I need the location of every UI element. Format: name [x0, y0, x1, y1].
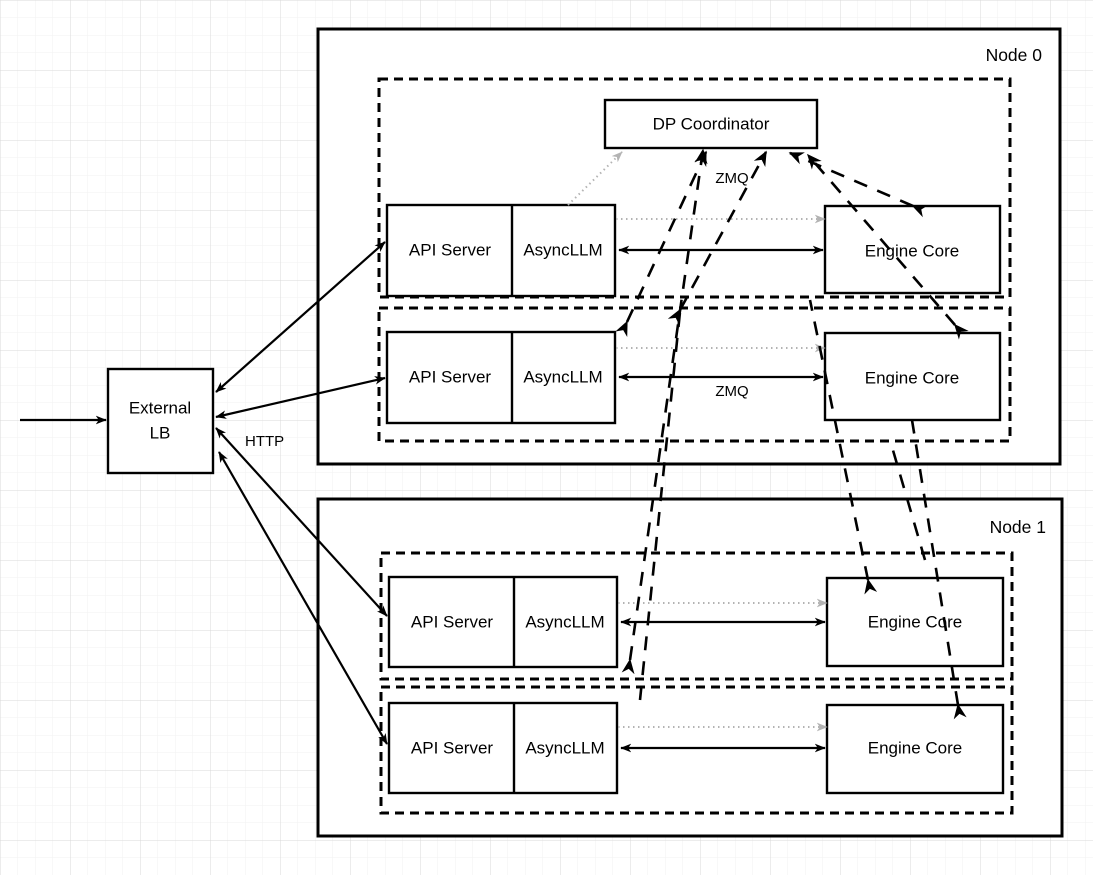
node-1-replica-1-api-server-label: API Server: [411, 738, 494, 757]
dp-coordinator-box[interactable]: [603, 98, 819, 150]
node-1-replica-0-api-server-label: API Server: [411, 612, 494, 631]
node-0-replica-1-enginecore-box[interactable]: [823, 331, 1002, 422]
node-1-replica-1-engine-core-label: Engine Core: [868, 738, 963, 757]
node-0-replica-1-engine-core-label: Engine Core: [865, 368, 960, 387]
node-1-replica-1-enginecore-box[interactable]: [825, 703, 1005, 795]
node-0-zmq-label-top: ZMQ: [715, 170, 748, 187]
coordinator-to-engine1-dashed-edge: [807, 153, 969, 340]
node1-engine-dashed-segment: [888, 439, 927, 561]
lb-to-node1-replica1-edge: [218, 451, 388, 745]
node-1-replica-0-apiserver-box[interactable]: [387, 575, 619, 669]
node-1-replica-0-enginecore-box[interactable]: [825, 576, 1005, 668]
node-1-replica-1-container: [379, 685, 1014, 815]
node-1-replica-0-engine-core-label: Engine Core: [868, 612, 963, 631]
node-0-replica-0-engine-core-label: Engine Core: [865, 241, 960, 260]
node-0-zmq-label-bottom: ZMQ: [715, 383, 748, 400]
coordinator-to-node1-replica1-dashed-edge: [638, 311, 682, 701]
external-lb-box[interactable]: [106, 367, 215, 475]
node-0-replica-0-container: [377, 77, 1012, 299]
node-1-replica-0-asyncllm-label: AsyncLLM: [525, 612, 604, 631]
node-1-label: Node 1: [990, 517, 1046, 537]
http-label: HTTP: [245, 433, 284, 450]
coordinator-to-node1-engine0-dashed-edge: [808, 299, 878, 595]
external-lb-label-line2: LB: [150, 423, 171, 442]
node-1-replica-1-apiserver-box[interactable]: [387, 701, 619, 795]
node-0-replica-0-apiserver-box[interactable]: [385, 203, 617, 298]
node-1-replica-1-asyncllm-label: AsyncLLM: [525, 738, 604, 757]
node-0-replica-0-api-server-label: API Server: [409, 240, 492, 259]
external-lb-label-line1: External: [129, 398, 191, 417]
node-0-replica-0-asyncllm-label: AsyncLLM: [523, 240, 602, 259]
node-0-replica-1-asyncllm-label: AsyncLLM: [523, 367, 602, 386]
node-0-replica-1-apiserver-box[interactable]: [385, 330, 617, 425]
coordinator-to-node1-replica0-dashed-edge: [621, 148, 708, 675]
lb-to-node0-replica0-edge: [215, 241, 386, 393]
node-0-replica-1-api-server-label: API Server: [409, 367, 492, 386]
node-0-label: Node 0: [986, 45, 1043, 65]
dp-coordinator-label: DP Coordinator: [653, 114, 770, 133]
lb-to-node0-replica1-edge: [215, 376, 386, 419]
